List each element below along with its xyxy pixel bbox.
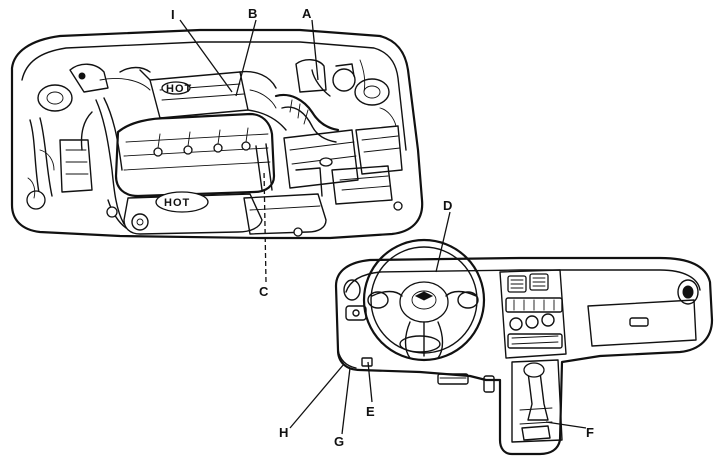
hvac-knob-3 — [541, 313, 555, 327]
callout-h: H — [279, 425, 288, 440]
accelerator-pedal — [483, 375, 495, 393]
intake-hose — [274, 93, 340, 132]
callout-f: F — [586, 425, 594, 440]
engine-hot-label: HOT — [164, 197, 190, 209]
callout-i: I — [171, 7, 175, 22]
battery — [355, 125, 403, 175]
steering-wheel-rim — [362, 238, 486, 362]
timing-cover — [123, 193, 263, 235]
leader-a — [311, 19, 319, 81]
engine-hot-plate — [155, 191, 209, 213]
dashboard — [334, 238, 714, 456]
hvac-knob-1 — [509, 317, 523, 331]
glovebox — [587, 299, 697, 347]
callout-c: C — [259, 284, 269, 299]
engine-bay-outline — [10, 28, 424, 240]
left-vent — [343, 279, 361, 301]
engine-compartment: HOT HOT — [10, 28, 424, 240]
hvac-knob-2 — [525, 315, 539, 329]
leader-g — [341, 367, 351, 435]
leader-b — [235, 19, 257, 97]
left-strut-tower — [37, 84, 73, 112]
callout-d: D — [443, 198, 452, 213]
leader-e — [367, 361, 373, 403]
leader-d — [435, 211, 451, 273]
callout-leaders — [179, 19, 587, 435]
callout-labels: A B I C D E F G H — [171, 6, 594, 449]
right-strut-tower — [354, 78, 390, 106]
center-stack — [499, 269, 567, 359]
valve-cover — [114, 112, 276, 198]
right-vent — [677, 279, 699, 305]
resonator-box — [243, 193, 327, 235]
leader-i — [179, 19, 233, 93]
steering-wheel-hub — [399, 281, 449, 323]
leader-h — [289, 363, 345, 429]
plenum-hot-label: HOT — [166, 83, 192, 95]
center-console — [511, 359, 563, 443]
callout-a: A — [302, 6, 312, 21]
leader-f — [545, 421, 587, 429]
callout-b: B — [248, 6, 257, 21]
callout-g: G — [334, 434, 344, 449]
engine-bay-inner-rim — [21, 41, 407, 151]
leader-c — [263, 169, 267, 283]
shift-lever — [527, 371, 549, 421]
air-cleaner — [283, 129, 359, 189]
callout-e: E — [366, 404, 375, 419]
brake-pedal — [437, 373, 469, 385]
